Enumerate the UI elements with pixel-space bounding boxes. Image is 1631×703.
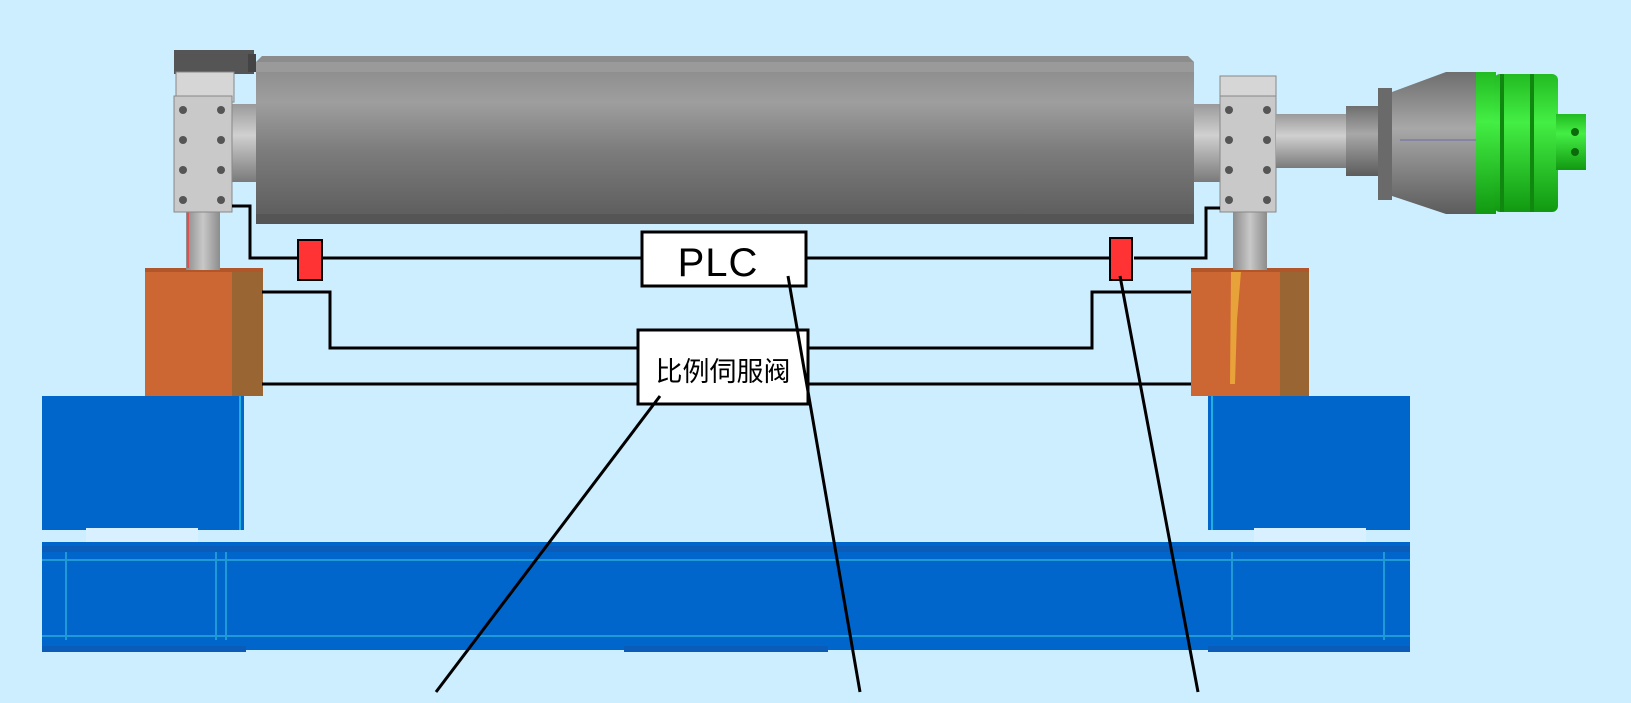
roller-icon: [226, 56, 1220, 224]
hydraulic-cylinder-icon: [145, 268, 263, 396]
support-post-left: [186, 210, 220, 270]
servo-valve-label: 比例伺服阀: [656, 357, 791, 387]
servo-valve-box: 比例伺服阀: [636, 328, 810, 406]
bearing-housing-right: [1219, 75, 1277, 213]
support-post-right: [1233, 210, 1267, 270]
hydraulic-cylinder-icon: [1191, 268, 1309, 396]
plc-label: PLC: [678, 241, 759, 285]
drive-motor-icon: [1276, 72, 1586, 214]
base-frame: [42, 396, 1410, 652]
leader-lines: [434, 275, 1200, 693]
plc-box: PLC: [640, 230, 808, 288]
position-sensor-icon: [1109, 237, 1133, 281]
signal-wiring: [232, 204, 1220, 386]
bearing-housing-left: [173, 50, 256, 213]
position-sensor-icon: [297, 239, 323, 281]
